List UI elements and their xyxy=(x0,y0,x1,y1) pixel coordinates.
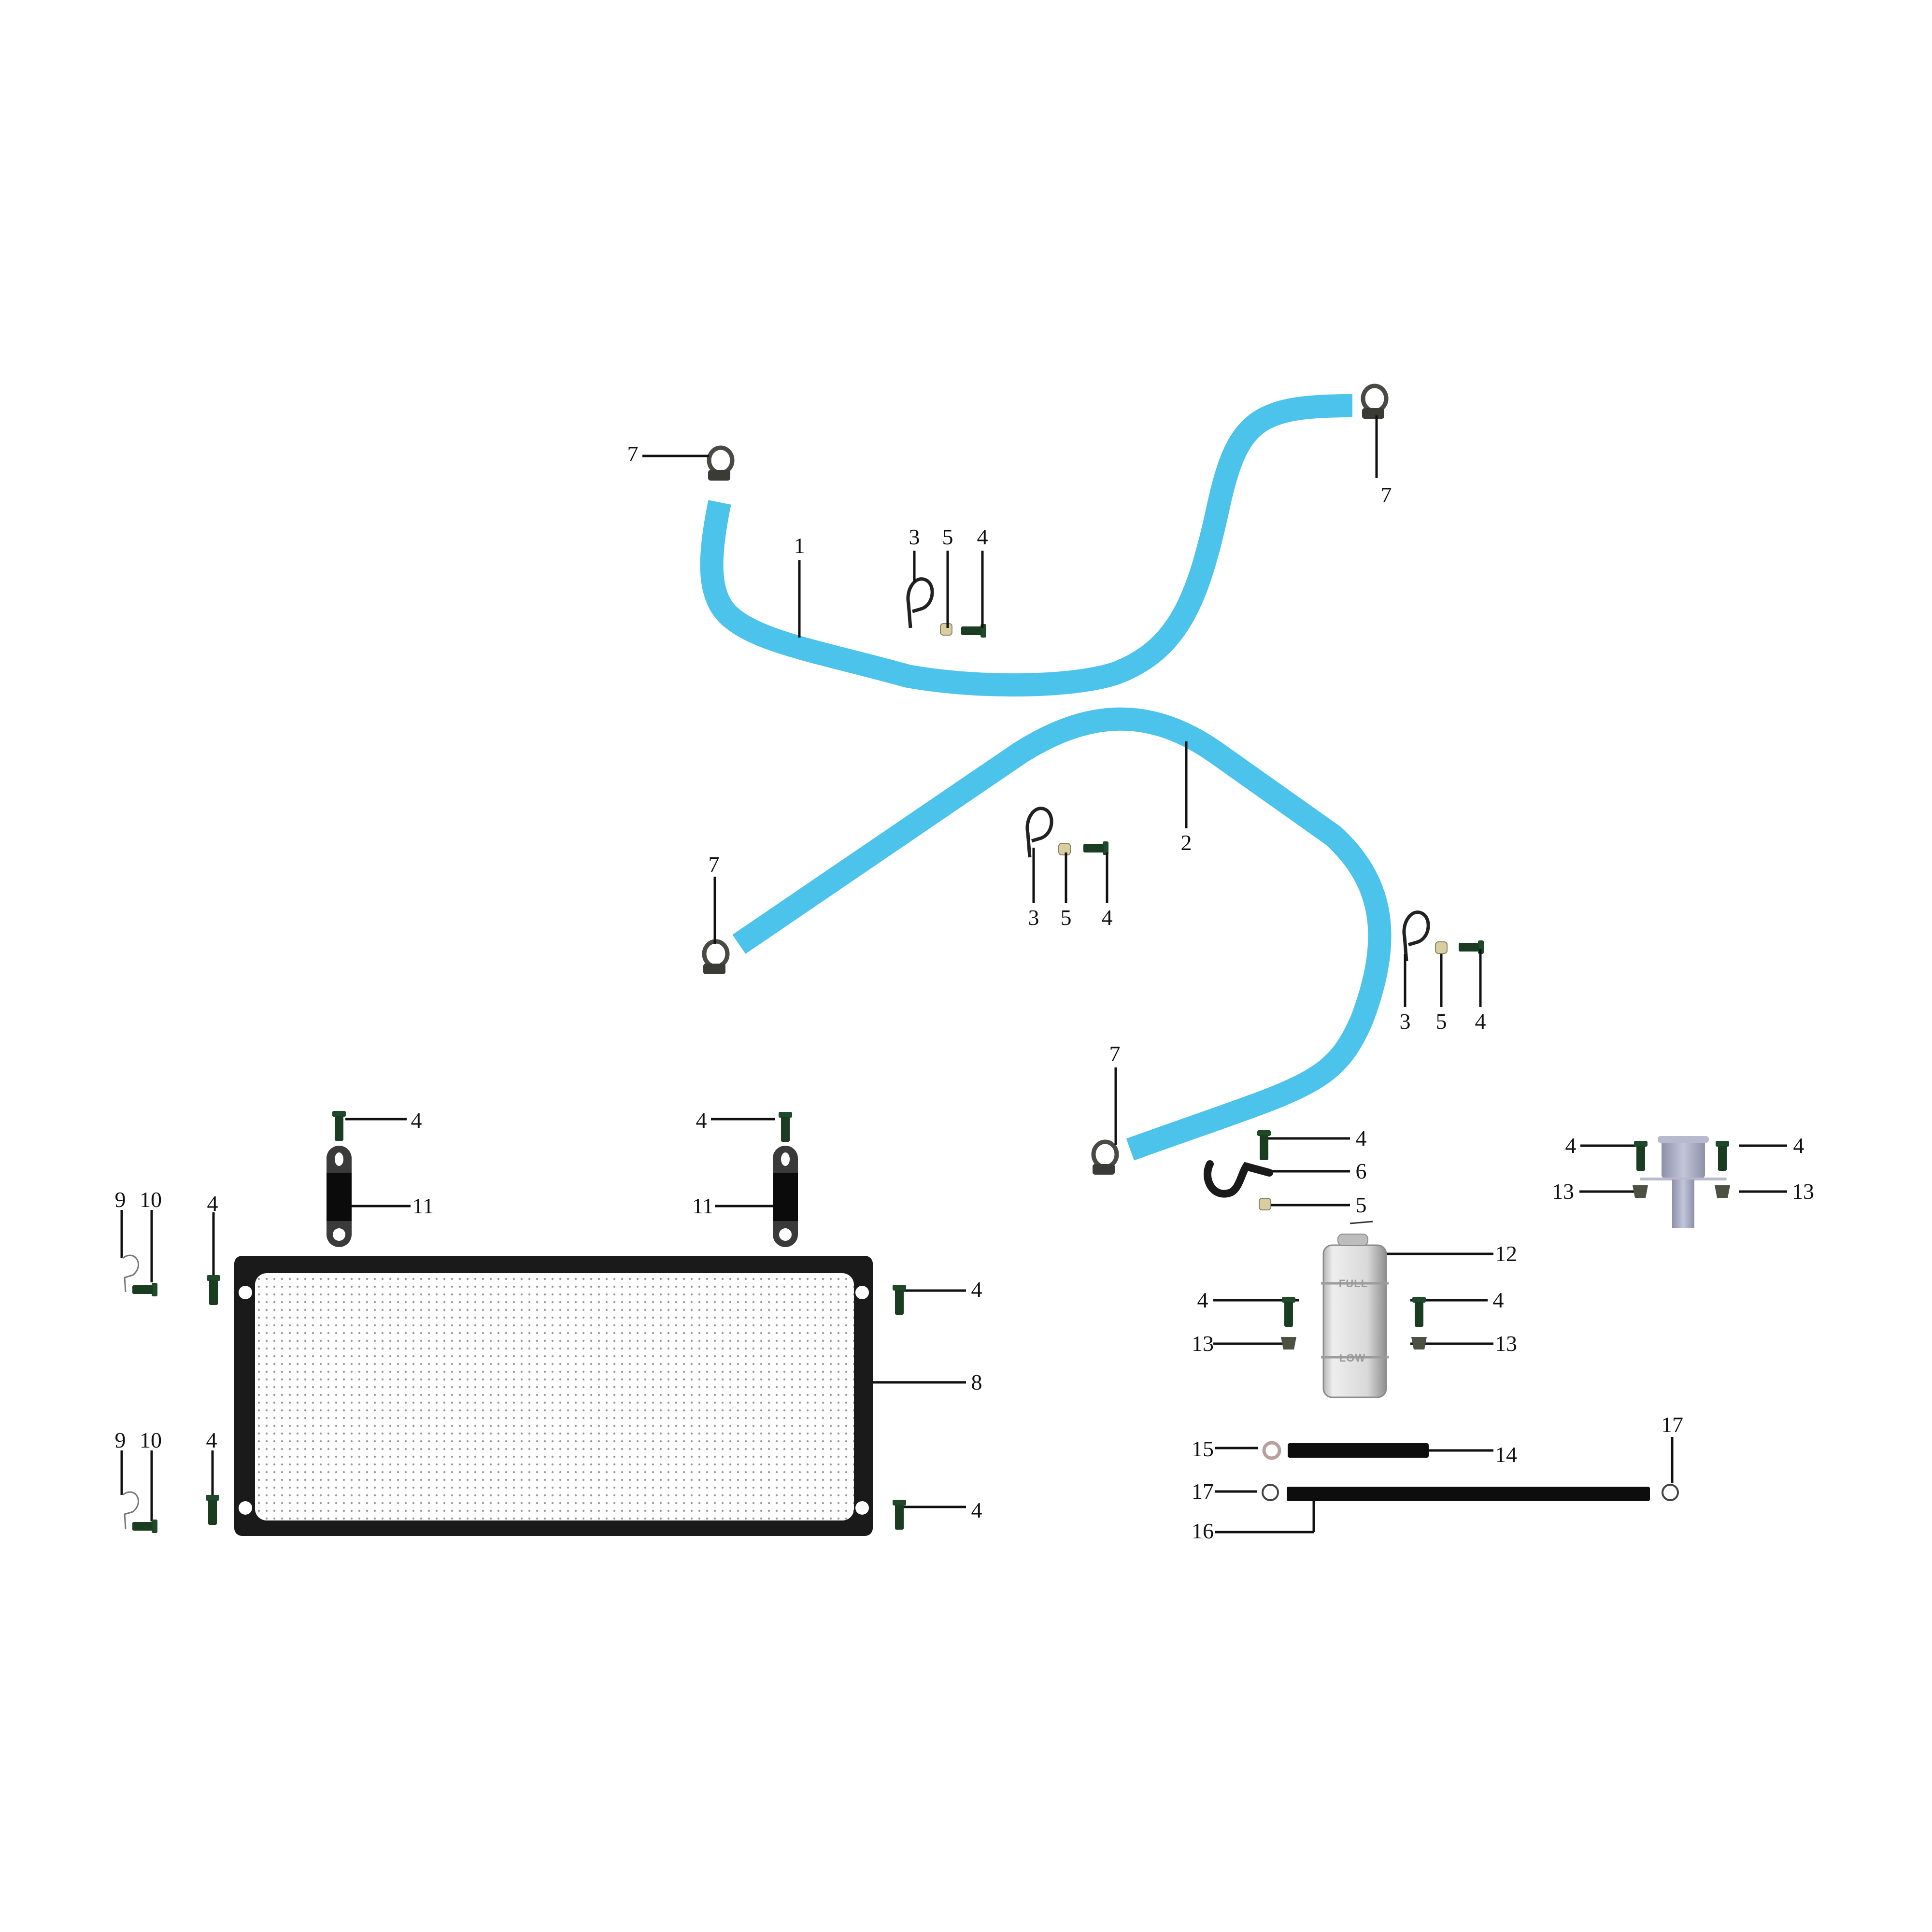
callout-label-part-14: 14 xyxy=(1495,1442,1517,1467)
radiator xyxy=(234,1256,873,1536)
callout-lines xyxy=(120,415,1787,1534)
filler-neck xyxy=(1640,1136,1727,1228)
callout-label-part-15: 15 xyxy=(1192,1436,1214,1461)
breather-hose xyxy=(1288,1443,1429,1458)
callout-label-part-3: 3 xyxy=(909,525,920,549)
reservoir-low-mark: LOW xyxy=(1339,1352,1366,1364)
callout-label-part-11: 11 xyxy=(412,1193,434,1218)
callout-label-part-13: 13 xyxy=(1495,1331,1517,1356)
callout-label-part-13: 13 xyxy=(1792,1179,1814,1204)
callout-label-part-5: 5 xyxy=(1060,905,1072,930)
callout-label-part-5: 5 xyxy=(1435,1009,1447,1034)
callout-label-part-4: 4 xyxy=(1492,1288,1504,1312)
callout-label-part-4: 4 xyxy=(206,1428,217,1452)
callout-label-part-5: 5 xyxy=(942,525,953,549)
reservoir-tank xyxy=(1321,1221,1389,1398)
callout-label-part-10: 10 xyxy=(140,1428,162,1452)
callout-label-part-4: 4 xyxy=(207,1191,218,1216)
mounting-bracket-left xyxy=(327,1146,352,1247)
callout-label-part-10: 10 xyxy=(140,1187,162,1212)
callout-label-part-13: 13 xyxy=(1552,1179,1574,1204)
callout-label-part-16: 16 xyxy=(1192,1519,1214,1543)
callout-label-part-11: 11 xyxy=(692,1193,714,1218)
callout-label-part-17: 17 xyxy=(1192,1479,1214,1504)
callout-label-part-7: 7 xyxy=(1109,1041,1121,1066)
mounting-bracket-right xyxy=(773,1146,798,1247)
callout-label-part-4: 4 xyxy=(971,1277,982,1302)
callout-label-part-4: 4 xyxy=(411,1108,422,1133)
callout-label-part-9: 9 xyxy=(114,1187,126,1212)
callout-label-part-9: 9 xyxy=(114,1428,126,1452)
callout-label-part-4: 4 xyxy=(1197,1288,1208,1312)
callout-label-part-7: 7 xyxy=(627,441,639,466)
callout-label-part-7: 7 xyxy=(708,852,720,877)
reservoir-full-mark: FULL xyxy=(1338,1278,1368,1290)
callout-label-part-2: 2 xyxy=(1180,830,1192,855)
callout-label-part-4: 4 xyxy=(977,525,988,549)
callout-label-part-4: 4 xyxy=(1101,905,1113,930)
callout-label-part-7: 7 xyxy=(1380,483,1392,507)
overflow-hose xyxy=(1287,1487,1650,1501)
callout-label-part-4: 4 xyxy=(1565,1133,1577,1158)
callout-label-part-5: 5 xyxy=(1355,1193,1367,1217)
callout-label-part-8: 8 xyxy=(971,1370,982,1394)
hose-2 xyxy=(732,707,1392,1161)
callout-label-part-17: 17 xyxy=(1661,1412,1683,1437)
callout-label-part-4: 4 xyxy=(1355,1126,1367,1151)
hose-bracket xyxy=(1204,1160,1273,1198)
callout-label-part-4: 4 xyxy=(696,1108,707,1133)
callout-label-part-4: 4 xyxy=(1475,1009,1486,1034)
callout-label-part-12: 12 xyxy=(1495,1241,1517,1266)
hose-1 xyxy=(700,394,1353,697)
callout-label-part-13: 13 xyxy=(1192,1331,1214,1356)
callout-label-part-3: 3 xyxy=(1399,1009,1411,1034)
callout-label-part-3: 3 xyxy=(1028,905,1039,930)
callout-label-part-4: 4 xyxy=(1793,1133,1804,1158)
callout-label-part-4: 4 xyxy=(971,1498,982,1522)
callout-label-part-1: 1 xyxy=(794,533,805,558)
callout-label-part-6: 6 xyxy=(1355,1159,1367,1183)
